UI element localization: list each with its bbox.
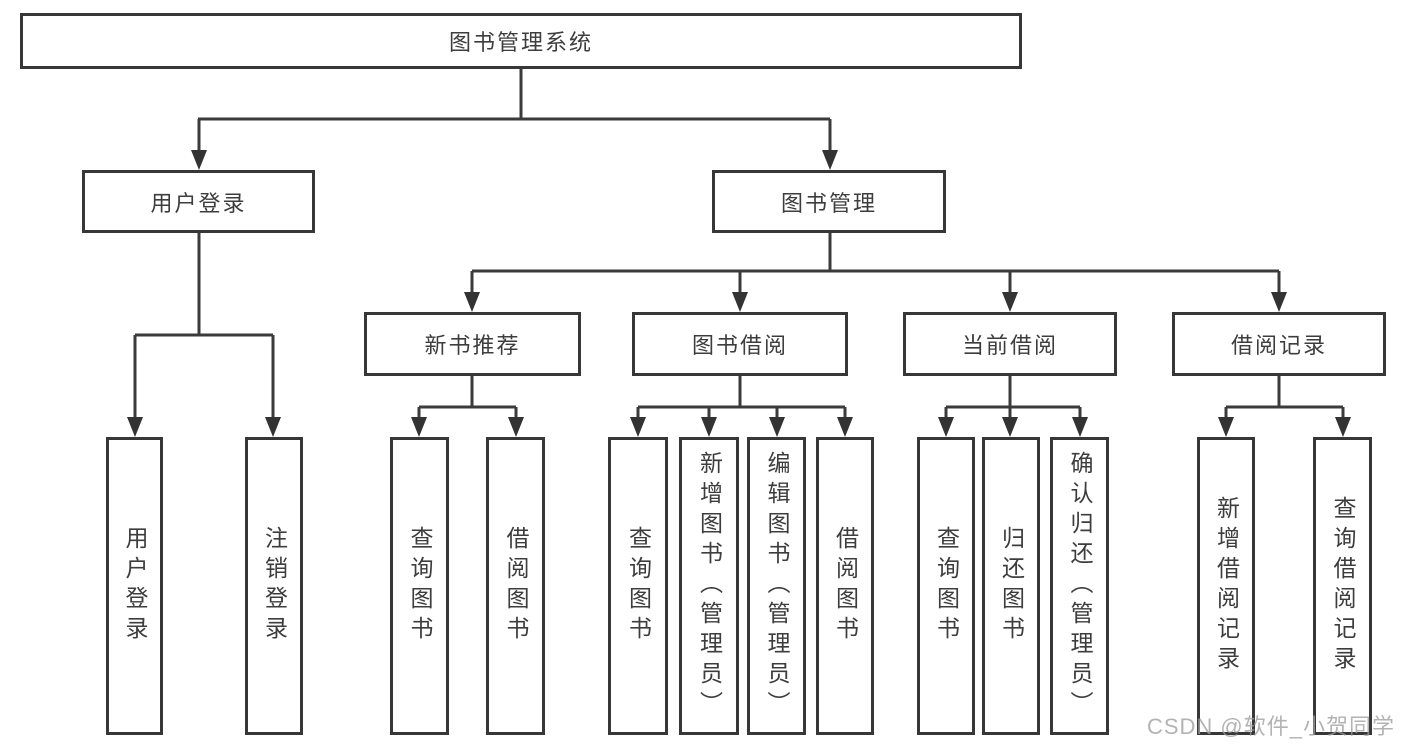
leaf-confirm-return-admin: 确认归还（管理员） [1050,437,1109,735]
leaf-logout: 注销登录 [245,437,303,735]
node-label: 新书推荐 [424,333,521,358]
node-label: 新增图书（管理员） [696,451,723,721]
leaf-edit-books-admin: 编辑图书（管理员） [747,437,806,735]
node-label: 确认归还（管理员） [1067,451,1093,721]
leaf-query-books-borrowing: 查询图书 [608,437,668,735]
node-user-login: 用户登录 [82,170,315,233]
node-label: 查询借阅记录 [1330,496,1356,676]
node-current-borrowing: 当前借阅 [903,312,1117,376]
node-new-book-recommend: 新书推荐 [364,312,581,376]
arrowheads [127,150,1351,437]
node-label: 编辑图书（管理员） [764,451,790,721]
node-book-borrowing: 图书借阅 [632,312,848,376]
leaf-user-login: 用户登录 [106,437,163,735]
node-label: 图书借阅 [691,333,788,358]
node-label: 借阅记录 [1230,333,1327,358]
node-label: 借阅图书 [503,526,529,646]
leaf-borrow-books: 借阅图书 [816,437,874,735]
node-label: 图书管理系统 [448,30,593,55]
node-label: 借阅图书 [832,526,859,646]
node-label: 图书管理 [780,190,877,216]
leaf-query-books-current: 查询图书 [917,437,975,735]
node-book-management: 图书管理 [712,170,946,233]
leaf-query-books-recommend: 查询图书 [390,437,449,735]
leaf-borrow-books-recommend: 借阅图书 [486,437,545,735]
leaf-add-borrow-record: 新增借阅记录 [1197,437,1255,735]
node-label: 查询图书 [625,526,652,646]
node-label: 归还图书 [998,526,1025,646]
leaf-return-books: 归还图书 [982,437,1040,735]
node-label: 用户登录 [150,190,247,216]
node-label: 查询图书 [933,526,960,646]
leaf-query-borrow-record: 查询借阅记录 [1313,437,1372,735]
node-label: 用户登录 [122,526,148,646]
node-borrowing-records: 借阅记录 [1172,312,1386,376]
watermark: CSDN @软件_小贺同学 [1146,714,1395,739]
node-label: 查询图书 [407,526,433,646]
connector-paths [133,69,1345,423]
leaf-add-books-admin: 新增图书（管理员） [679,437,739,735]
node-label: 新增借阅记录 [1213,496,1240,676]
node-label: 当前借阅 [961,333,1058,358]
node-label: 注销登录 [261,526,288,646]
node-library-management-system: 图书管理系统 [20,13,1022,69]
